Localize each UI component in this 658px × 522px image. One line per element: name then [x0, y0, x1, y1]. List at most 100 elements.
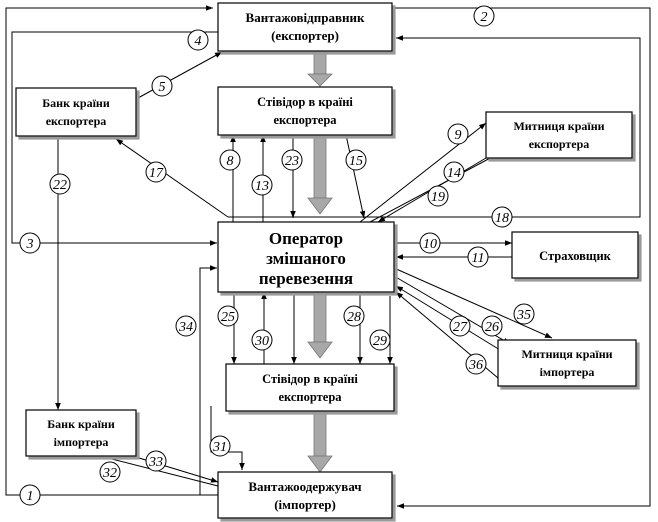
flow-label-number: 2: [481, 10, 488, 25]
node-stevedore-export-line-1: Стівідор в країні: [257, 95, 353, 109]
main-flow-arrow-consignor-stevedore: [307, 51, 333, 87]
flow-label-number: 22: [53, 178, 67, 193]
flow-label-number: 3: [26, 237, 34, 252]
flow-label-circle: [19, 232, 41, 254]
connector-bank-5: [137, 51, 223, 99]
flow-label-circle: [419, 232, 441, 254]
flow-label-circle: [19, 484, 41, 506]
flow-label-number: 33: [148, 455, 163, 470]
flow-label-30: 30: [251, 329, 273, 351]
flow-label-number: 15: [349, 154, 363, 169]
node-customs-exporter-line-1: Митниця країни: [513, 119, 604, 133]
flow-label-number: 10: [423, 237, 437, 252]
flow-label-circle: [449, 315, 471, 337]
node-consignee: Вантажоодержувач (імпортер): [217, 471, 393, 519]
node-bank-exporter-line-1: Банк країни: [42, 96, 110, 110]
flow-label-26: 26: [481, 315, 503, 337]
node-operator-line-3: перевезення: [259, 269, 353, 288]
flow-label-number: 14: [447, 166, 461, 181]
connector-right-loop-4: [228, 35, 641, 218]
flow-label-14: 14: [443, 161, 465, 183]
connector-outer-loop-2: [392, 7, 651, 509]
node-stevedore-export-line-2: експортера: [273, 113, 337, 127]
node-customs-importer: Митниця країни імпортера: [497, 339, 637, 387]
connector-35: [393, 267, 553, 339]
node-operator-line-2: змішаного: [266, 249, 346, 268]
node-consignor-line-2: (експортер): [271, 28, 339, 43]
flow-label-number: 36: [468, 358, 483, 373]
flow-label-33: 33: [145, 450, 167, 472]
node-insurer: Страховщик: [511, 231, 639, 279]
node-stevedore-import-line-2: експортера: [278, 390, 342, 404]
flow-label-number: 13: [255, 179, 269, 194]
connector-outer-loop-1: [5, 5, 218, 496]
flow-label-number: 35: [516, 308, 531, 323]
flow-label-32: 32: [99, 461, 121, 483]
flow-label-number: 30: [254, 334, 269, 349]
flow-label-circle: [99, 461, 121, 483]
flow-label-number: 26: [485, 320, 499, 335]
node-consignor: Вантажовідправник (експортер): [217, 2, 393, 52]
flow-label-35: 35: [513, 303, 535, 325]
flow-label-circle: [209, 435, 231, 457]
flow-label-number: 4: [195, 34, 202, 49]
node-stevedore-import-line-1: Стівідор в країні: [262, 372, 358, 386]
main-flow-arrow-stevedore-operator: [307, 135, 333, 215]
flow-label-circle: [175, 315, 197, 337]
node-insurer-line-1: Страховщик: [539, 249, 612, 263]
node-consignor-line-1: Вантажовідправник: [246, 10, 365, 25]
flow-label-19: 19: [427, 185, 449, 207]
flow-label-number: 23: [285, 154, 299, 169]
flow-label-circle: [447, 123, 469, 145]
flow-label-circle: [281, 149, 303, 171]
flow-label-circle: [145, 450, 167, 472]
flow-label-8: 8: [219, 149, 241, 171]
flow-label-circle: [217, 305, 239, 327]
flow-label-1: 1: [19, 484, 41, 506]
flow-label-circle: [151, 75, 173, 97]
node-customs-importer-line-1: Митниця країни: [521, 347, 612, 361]
flow-label-27: 27: [449, 315, 471, 337]
flow-label-circle: [251, 329, 273, 351]
flow-label-circle: [343, 305, 365, 327]
flow-label-number: 8: [227, 154, 234, 169]
flow-label-36: 36: [465, 353, 487, 375]
flow-label-9: 9: [447, 123, 469, 145]
flow-label-circle: [481, 315, 503, 337]
flow-label-number: 5: [159, 80, 166, 95]
flow-label-28: 28: [343, 305, 365, 327]
main-flow-arrow-operator-stevedore: [307, 291, 333, 359]
flow-label-number: 32: [102, 466, 117, 481]
node-consignee-line-1: Вантажоодержувач: [248, 479, 361, 494]
flow-label-10: 10: [419, 232, 441, 254]
flow-label-5: 5: [151, 75, 173, 97]
node-operator: Оператор змішаного перевезення: [217, 221, 395, 293]
flow-label-circle: [145, 161, 167, 183]
flow-label-17: 17: [145, 161, 167, 183]
node-bank-importer: Банк країни імпортера: [25, 409, 137, 457]
flow-label-circle: [251, 174, 273, 196]
flow-label-number: 29: [373, 334, 387, 349]
flow-label-circle: [187, 29, 209, 51]
connector-15: [345, 134, 366, 219]
flow-label-circle: [513, 303, 535, 325]
node-bank-exporter-line-2: експортера: [46, 114, 107, 128]
flow-label-number: 19: [431, 190, 445, 205]
flow-label-29: 29: [369, 329, 391, 351]
flow-label-number: 1: [27, 489, 34, 504]
connector-34: [199, 265, 218, 496]
flow-label-circle: [427, 185, 449, 207]
flow-label-3: 3: [19, 232, 41, 254]
flow-label-13: 13: [251, 174, 273, 196]
flow-label-11: 11: [467, 246, 489, 268]
flow-label-number: 31: [212, 440, 227, 455]
flow-labels: 1 2 3 4 5 8 9 10 11 13 14 15 17 18 19 22…: [19, 5, 535, 506]
flow-label-circle: [473, 5, 495, 27]
flow-label-22: 22: [49, 173, 71, 195]
node-bank-importer-line-2: імпортера: [54, 435, 109, 449]
node-stevedore-import: Стівідор в країні експортера: [225, 363, 395, 412]
flow-label-number: 27: [453, 320, 468, 335]
node-customs-exporter: Митниця країни експортера: [485, 111, 633, 159]
flow-label-34: 34: [175, 315, 197, 337]
